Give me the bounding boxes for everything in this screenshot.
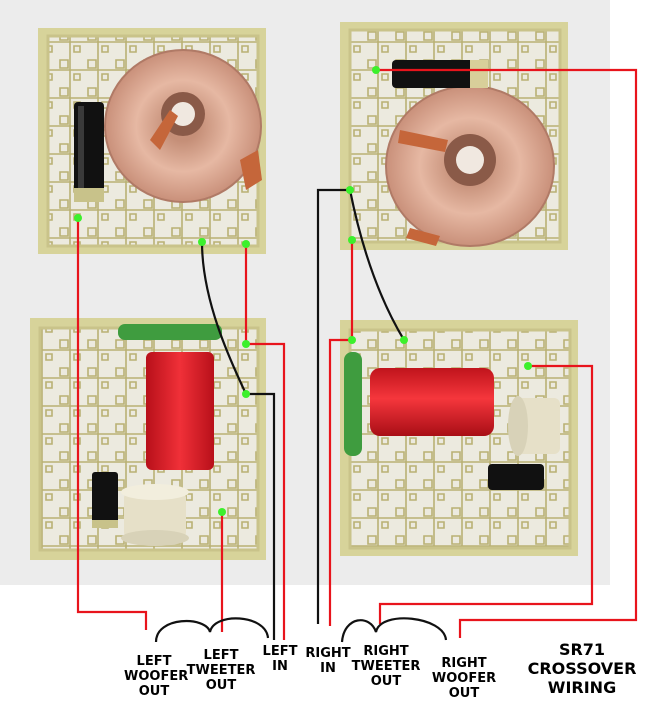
jumper-left [154,617,270,643]
label-right-woofer-out: RIGHT WOOFER OUT [431,656,497,701]
wire-right-woofer-out [376,68,638,638]
wire-right-in-black [316,188,350,624]
resistor-green-bottom-right [344,352,362,456]
inductor-coil-top-right [385,85,555,247]
label-right-tweeter-out: RIGHT TWEETER OUT [351,644,421,689]
inductor-white-bottom-right [508,396,560,456]
resistor-green-bottom-left [118,324,222,340]
connection-dots [74,66,532,516]
label-left-tweeter-out: LEFT TWEETER OUT [186,648,256,693]
inductor-white-bottom-left [121,484,189,546]
capacitor-black-bottom-left [92,472,118,528]
wire-left-woofer-out [76,218,148,630]
diagram-title: SR71 CROSSOVER WIRING [527,640,637,697]
label-left-woofer-out: LEFT WOOFER OUT [124,654,189,699]
jumper-right [340,617,448,643]
wire-left-in-red [246,342,286,640]
capacitor-black-top-left [74,102,104,202]
capacitor-black-top-right [392,60,488,88]
wire-right-cross-black [348,189,405,341]
inductor-coil-top-left [104,49,262,203]
label-left-in: LEFT IN [262,644,298,674]
capacitor-black-bottom-right [488,464,544,490]
capacitor-red-bottom-right [370,368,494,436]
wire-right-in-red [328,240,354,626]
wires [76,68,638,643]
wire-right-tweeter-out [378,364,594,624]
label-right-in: RIGHT IN [305,646,351,676]
capacitor-red-bottom-left [146,352,214,470]
